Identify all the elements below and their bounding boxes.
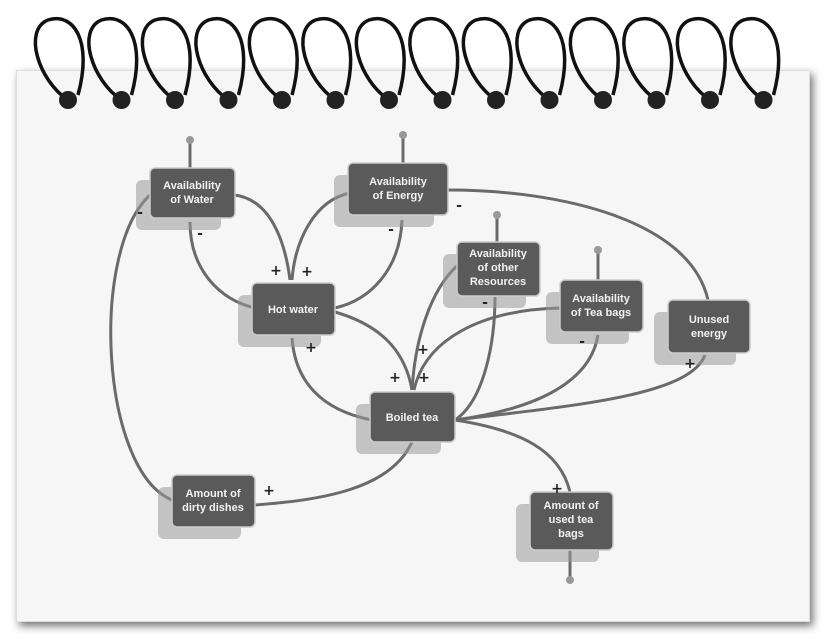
spiral-ring — [194, 16, 246, 102]
node-availability-of-energy: Availability of Energy — [334, 162, 449, 227]
node-label: Availability — [163, 180, 222, 192]
sign-plus: + — [270, 263, 282, 279]
binding-hole — [166, 91, 184, 109]
edge-boiled-usedbags — [454, 418, 572, 493]
spiral-ring — [247, 16, 299, 102]
binding-hole — [112, 91, 131, 109]
spiral-ring — [301, 16, 353, 102]
node-hot-water: Hot water — [238, 282, 336, 347]
spiral-ring — [675, 16, 727, 102]
source-cloud-icon — [594, 246, 602, 254]
node-label: of Energy — [373, 190, 425, 202]
sign-minus: - — [456, 198, 462, 214]
binding-hole — [594, 91, 612, 109]
source-cloud-icon — [399, 131, 407, 139]
node-label: Amount of — [544, 500, 599, 512]
node-availability-of-water: Availability of Water — [136, 167, 236, 230]
edge-hotwater-energy — [334, 219, 404, 310]
edge-unused-energy — [447, 188, 710, 301]
source-cloud-icon — [186, 136, 194, 144]
sign-minus: - — [137, 205, 143, 221]
node-label: Availability — [572, 293, 631, 305]
sign-minus: - — [197, 226, 203, 242]
edge-boiled-other — [454, 296, 497, 422]
node-unused-energy: Unused energy — [654, 299, 751, 365]
node-availability-of-tea-bags: Availability of Tea bags — [546, 279, 644, 344]
spiral-ring — [568, 16, 620, 102]
sign-plus: + — [551, 481, 563, 497]
sign-plus: + — [263, 483, 275, 499]
spiral-ring — [461, 16, 513, 102]
edge-boiled-hotwater — [290, 337, 373, 422]
polarity-signs: - - - - + + + + + + - - + + + — [137, 198, 696, 499]
node-label: of Tea bags — [571, 307, 631, 319]
node-label: Amount of — [186, 488, 241, 500]
node-label: Unused — [689, 314, 729, 326]
node-label: Availability — [469, 248, 528, 260]
node-label: of Water — [170, 194, 214, 206]
node-boiled-tea: Boiled tea — [356, 391, 456, 454]
spiral-ring — [33, 16, 85, 102]
node-label: Availability — [369, 176, 428, 188]
edge-water-hotwater — [234, 193, 292, 281]
sign-plus: + — [301, 264, 313, 280]
spiral-ring — [87, 16, 139, 102]
node-label: used tea — [549, 514, 595, 526]
node-amount-of-used-tea-bags: Amount of used tea bags — [516, 491, 614, 562]
sign-plus: + — [305, 340, 317, 356]
binding-hole — [647, 91, 666, 109]
binding-hole — [326, 91, 345, 109]
edge-hotwater-boiled — [334, 310, 414, 391]
binding-hole — [219, 91, 238, 109]
binding-hole — [380, 91, 398, 109]
sink-cloud-icon — [566, 576, 574, 584]
sign-minus: - — [579, 334, 585, 350]
source-cloud-icon — [493, 211, 501, 219]
node-label: dirty dishes — [182, 502, 244, 514]
binding-hole — [273, 91, 291, 109]
node-availability-of-other-resources: Availability of other Resources — [443, 241, 541, 308]
spiral-ring — [354, 16, 406, 102]
node-label: Resources — [470, 276, 526, 288]
node-label: of other — [478, 262, 520, 274]
node-label: energy — [691, 328, 728, 340]
edge-boiled-unused — [454, 354, 707, 422]
spiral-ring — [622, 16, 674, 102]
spiral-ring — [515, 16, 567, 102]
sign-minus: - — [388, 222, 394, 238]
binding-hole — [540, 91, 559, 109]
edge-boiled-dishes — [254, 441, 414, 507]
sign-plus: + — [417, 342, 429, 358]
sign-plus: + — [418, 370, 430, 386]
binding-hole — [754, 91, 773, 109]
binding-hole — [487, 91, 505, 109]
sign-plus: + — [389, 370, 401, 386]
edge-teabags-boiled — [412, 306, 561, 391]
node-amount-of-dirty-dishes: Amount of dirty dishes — [158, 474, 256, 539]
edge-dishes-water — [109, 193, 173, 502]
edge-boiled-teabags — [454, 334, 600, 422]
sign-minus: - — [482, 295, 488, 311]
spiral-ring — [729, 16, 781, 102]
binding-hole — [433, 91, 452, 109]
edges — [109, 131, 710, 584]
binding-hole — [701, 91, 719, 109]
spiral-binding — [33, 16, 781, 109]
spiral-ring — [140, 16, 192, 102]
node-label: Boiled tea — [386, 412, 439, 424]
sign-plus: + — [684, 356, 696, 372]
binding-hole — [59, 91, 77, 109]
node-label: bags — [558, 528, 584, 540]
spiral-ring — [408, 16, 460, 102]
node-label: Hot water — [268, 304, 319, 316]
